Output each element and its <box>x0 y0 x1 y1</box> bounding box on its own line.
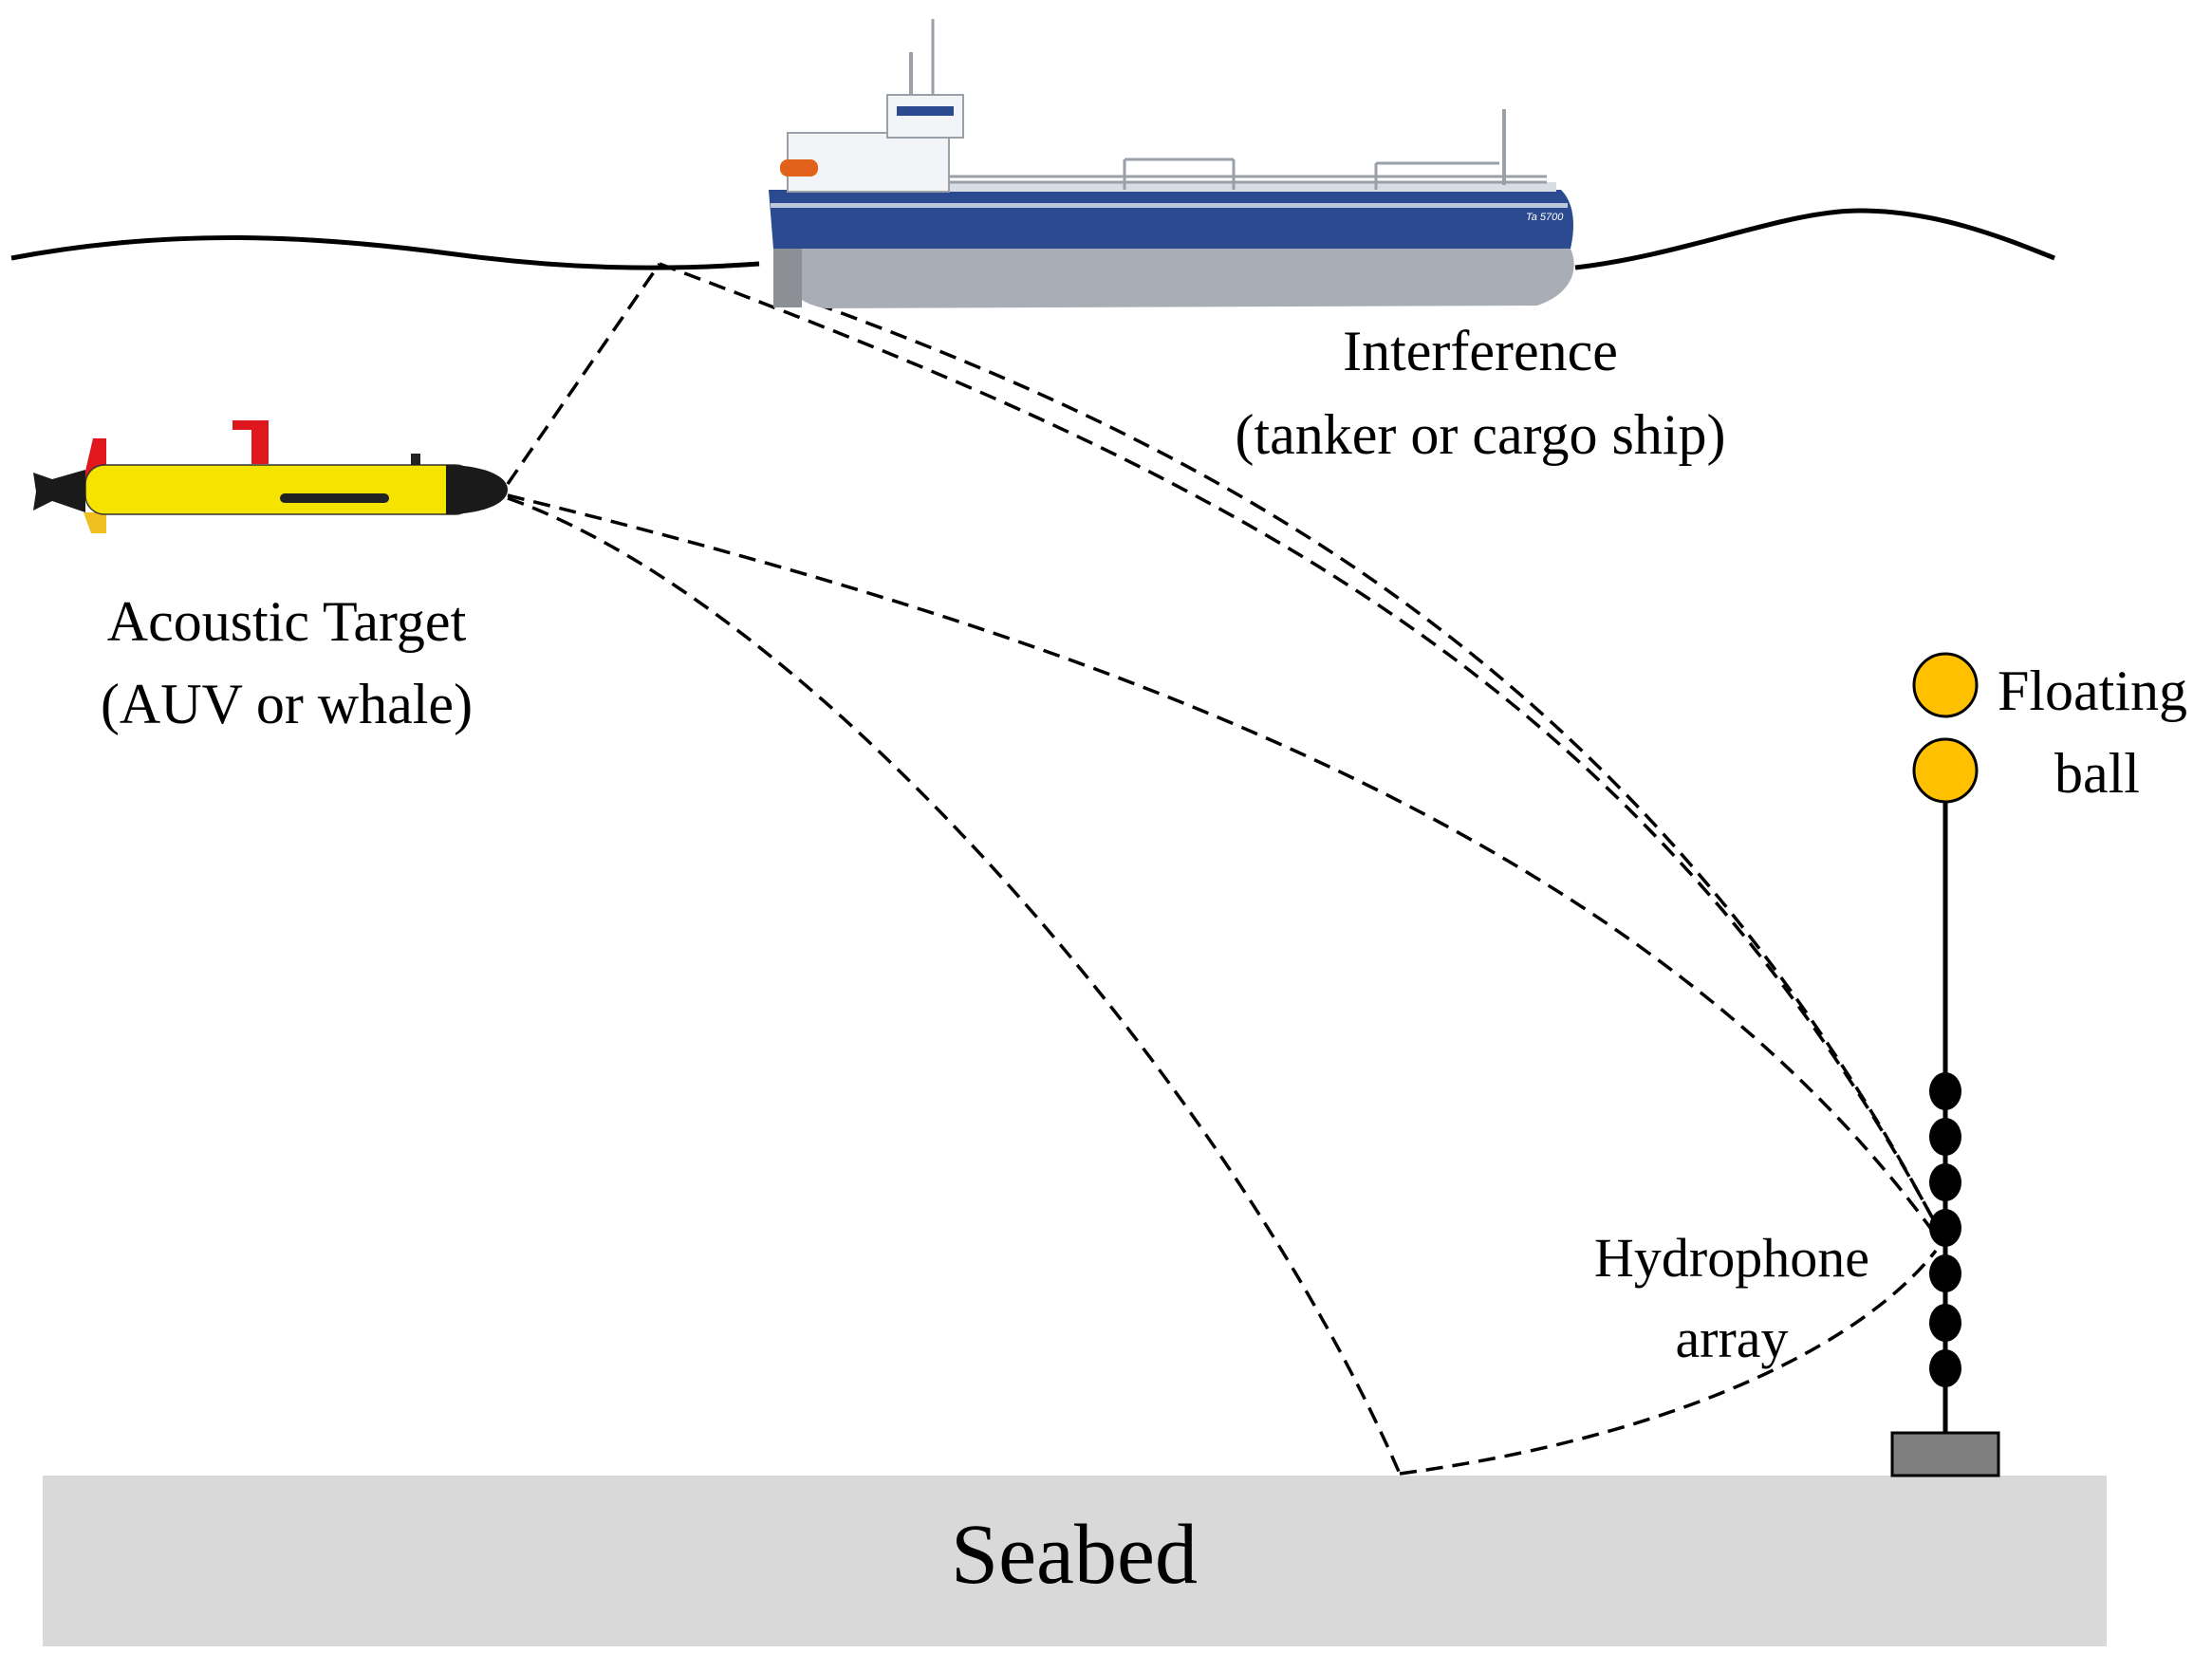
hydrophone <box>1929 1072 1961 1110</box>
seabed <box>43 1476 2107 1646</box>
hydrophone-label-line2: array <box>1675 1308 1788 1369</box>
auv-fin-bottom-rear <box>84 512 106 533</box>
auv-icon <box>33 420 508 533</box>
path-seabed-reflected <box>1399 1249 1938 1476</box>
auv-antenna <box>411 454 420 465</box>
hydrophone <box>1929 1349 1961 1387</box>
interference-label-line1: Interference <box>1343 320 1618 382</box>
hydrophone <box>1929 1209 1961 1247</box>
anchor-block <box>1890 1431 2000 1477</box>
ship-bridge <box>886 94 964 139</box>
sea-surface-right <box>1574 208 2055 270</box>
ship-bridge-windows <box>897 106 954 116</box>
path-auv-seabed <box>507 496 1402 1475</box>
auv-sail-fin <box>251 420 269 464</box>
auv-body <box>84 464 475 515</box>
floating-ball-1 <box>1912 652 1979 718</box>
auv-propeller <box>33 473 52 511</box>
auv-sensor-strip <box>280 493 389 503</box>
hydrophone-label-line1: Hydrophone <box>1594 1227 1869 1289</box>
path-auv-surface <box>506 263 661 485</box>
tanker-ship-icon: Ta 5700 <box>769 19 1574 308</box>
auv-tail <box>52 470 85 512</box>
hydrophone <box>1929 1254 1961 1292</box>
target-label-line2: (AUV or whale) <box>101 673 473 735</box>
auv-sail-fin-cap <box>232 420 269 430</box>
seabed-label: Seabed <box>951 1508 1198 1602</box>
hydrophone <box>1929 1118 1961 1156</box>
hydrophone <box>1929 1163 1961 1201</box>
floating-ball-2 <box>1912 737 1979 804</box>
ship-stripe <box>771 203 1568 208</box>
ship-lifeboat <box>780 159 818 176</box>
ship-lower-hull <box>773 249 1574 308</box>
hydrophone <box>1929 1304 1961 1342</box>
auv-nose <box>446 465 508 514</box>
ship-deck-pipes <box>949 158 1547 190</box>
sea-surface-left <box>10 235 760 270</box>
propagation-paths <box>506 262 1942 1476</box>
target-label-line1: Acoustic Target <box>107 590 467 653</box>
ship-upper-hull <box>769 190 1573 249</box>
ship-hull-name: Ta 5700 <box>1526 212 1564 223</box>
path-auv-direct <box>507 493 1938 1237</box>
path-surface-reflected <box>659 262 1938 1225</box>
path-ship-direct <box>815 302 1942 1235</box>
floating-label-line2: ball <box>2054 742 2140 805</box>
ship-deck <box>949 182 1556 192</box>
interference-label-line2: (tanker or cargo ship) <box>1235 403 1725 466</box>
ship-rudder <box>773 249 802 307</box>
floating-label-line1: Floating <box>1998 659 2187 722</box>
hydrophone-array <box>1929 1072 1961 1387</box>
mooring-system <box>1890 652 2000 1477</box>
